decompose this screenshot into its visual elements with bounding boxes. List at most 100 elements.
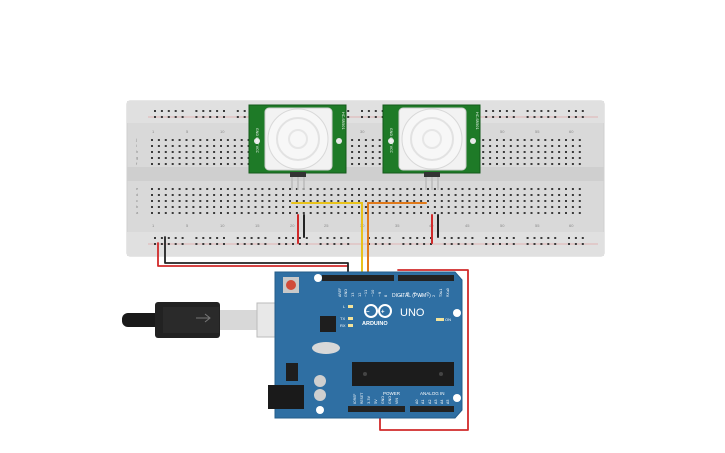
breadboard-hole [558, 206, 561, 208]
breadboard-hole [468, 194, 471, 196]
breadboard-hole [240, 188, 243, 190]
breadboard-hole [254, 188, 257, 190]
breadboard-hole [485, 237, 488, 239]
breadboard-hole [482, 145, 485, 147]
breadboard-hole [289, 200, 291, 202]
breadboard-hole [502, 200, 505, 202]
power-wires [157, 236, 469, 431]
wire-red-5v-rail[interactable] [157, 242, 349, 267]
breadboard-hole [233, 200, 236, 202]
usb-chip [320, 316, 336, 332]
breadboard-hole [378, 188, 381, 190]
breadboard-hole [233, 212, 236, 214]
breadboard-hole [160, 116, 163, 118]
breadboard-hole [192, 206, 195, 208]
breadboard-hole [371, 194, 374, 196]
breadboard-hole [220, 206, 222, 208]
breadboard-hole [233, 163, 236, 165]
breadboard-hole [164, 194, 167, 196]
sensor-pin-label: GND OUT VCC [389, 128, 393, 154]
svg-text:2: 2 [432, 295, 436, 297]
breadboard-hole [216, 243, 219, 245]
dc-power-jack[interactable] [268, 385, 304, 409]
breadboard-hole [499, 237, 501, 239]
breadboard-hole [295, 206, 298, 208]
breadboard-hole [247, 194, 250, 196]
breadboard-hole [565, 163, 567, 165]
breadboard-hole [574, 116, 577, 118]
breadboard-hole [206, 145, 209, 147]
breadboard-hole [523, 145, 526, 147]
svg-text:12: 12 [358, 293, 362, 297]
breadboard-hole [512, 116, 515, 118]
svg-text:7: 7 [400, 295, 404, 297]
breadboard-hole [174, 237, 177, 239]
breadboard-hole [385, 200, 388, 202]
wire-red-loop[interactable] [379, 269, 469, 431]
breadboard-hole [427, 188, 429, 190]
breadboard-hole [430, 243, 432, 245]
breadboard-hole [433, 188, 436, 190]
breadboard-hole [209, 243, 212, 245]
wire-yellow-signal[interactable] [291, 202, 363, 280]
breadboard-hole [492, 237, 495, 239]
breadboard-hole [399, 188, 402, 190]
breadboard-hole [537, 145, 540, 147]
breadboard-hole [337, 206, 340, 208]
breadboard-hole [216, 116, 219, 118]
breadboard-hole [164, 200, 167, 202]
breadboard-hole [178, 194, 181, 196]
breadboard-hole [278, 237, 281, 239]
breadboard-hole [381, 237, 384, 239]
breadboard-hole [344, 200, 347, 202]
breadboard-hole [530, 139, 533, 141]
breadboard-hole [351, 139, 354, 141]
breadboard-hole [316, 212, 319, 214]
breadboard-hole [489, 212, 492, 214]
capacitor-2 [314, 389, 326, 401]
breadboard-hole [223, 110, 225, 112]
breadboard-hole [209, 110, 212, 112]
pir-sensor-2[interactable]: GND OUT VCC HC-SR501 [382, 104, 481, 190]
breadboard-hole [364, 151, 367, 153]
led-labels: L TX RX ON [340, 304, 451, 328]
atmega-chip [352, 362, 454, 386]
breadboard-hole [526, 237, 529, 239]
pir-sensor-1[interactable]: GND OUT VCC HC-SR501 [248, 104, 347, 190]
breadboard-hole [443, 237, 446, 239]
breadboard-hole [202, 243, 205, 245]
breadboard-hole [340, 243, 343, 245]
breadboard-hole [571, 151, 574, 153]
breadboard-hole [220, 163, 222, 165]
breadboard-hole [199, 188, 202, 190]
breadboard: 1 5 10 15 20 25 30 35 40 45 50 55 60 1 5… [126, 100, 605, 257]
breadboard-hole [226, 151, 229, 153]
breadboard-hole [502, 212, 505, 214]
breadboard-hole [351, 206, 354, 208]
wire-black-gnd-rail[interactable] [164, 236, 349, 280]
breadboard-hole [178, 212, 181, 214]
arduino-uno[interactable]: AREF GND 13 12 ~11 ~10 ~9 8 7 ~6 ~5 4 ~3… [268, 271, 463, 419]
breadboard-hole [471, 243, 474, 245]
breadboard-hole [302, 200, 305, 202]
breadboard-hole [516, 151, 519, 153]
breadboard-hole [499, 243, 501, 245]
breadboard-hole [540, 237, 543, 239]
mount-hole [336, 138, 342, 144]
breadboard-hole [492, 110, 495, 112]
breadboard-hole [268, 206, 271, 208]
svg-text:~9: ~9 [378, 292, 382, 297]
breadboard-hole [309, 200, 312, 202]
breadboard-hole [247, 206, 250, 208]
breadboard-hole [374, 243, 377, 245]
breadboard-hole [220, 194, 222, 196]
svg-text:f: f [136, 161, 138, 166]
breadboard-hole [371, 157, 374, 159]
svg-text:55: 55 [535, 129, 540, 134]
breadboard-hole [502, 188, 505, 190]
breadboard-hole [516, 139, 519, 141]
svg-text:RX◂0: RX◂0 [446, 288, 450, 297]
reset-button[interactable] [286, 280, 296, 290]
breadboard-hole [385, 188, 388, 190]
svg-text:b: b [136, 204, 139, 209]
